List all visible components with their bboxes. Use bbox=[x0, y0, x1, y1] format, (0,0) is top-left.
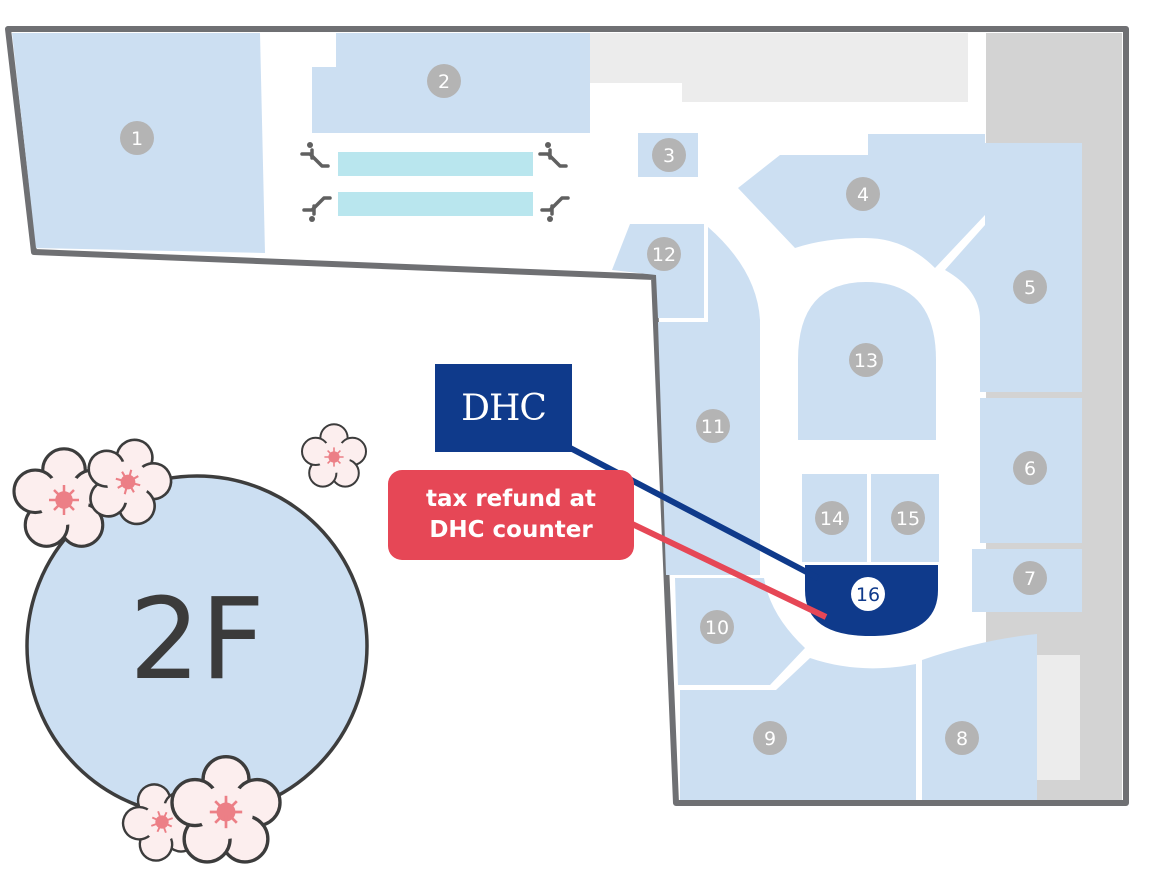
store-badge-12: 12 bbox=[647, 237, 681, 271]
store-badge-circle bbox=[849, 343, 883, 377]
store-badge-number: 9 bbox=[764, 728, 776, 750]
store-badge-circle bbox=[945, 721, 979, 755]
store-badge-circle bbox=[700, 610, 734, 644]
escalator-up[interactable] bbox=[338, 192, 533, 216]
store-badge-10: 10 bbox=[700, 610, 734, 644]
store-badge-circle bbox=[815, 501, 849, 535]
store-badge-1: 1 bbox=[120, 121, 154, 155]
store-badge-2: 2 bbox=[427, 64, 461, 98]
store-badge-circle bbox=[891, 501, 925, 535]
store-badge-number: 15 bbox=[896, 508, 920, 530]
store-badge-circle bbox=[696, 409, 730, 443]
tax-refund-callout: tax refund at DHC counter bbox=[388, 470, 634, 560]
store-badge-number: 14 bbox=[820, 508, 844, 530]
store-badge-number: 13 bbox=[854, 350, 878, 372]
store-badge-11: 11 bbox=[696, 409, 730, 443]
store-badge-number: 12 bbox=[652, 244, 676, 266]
store-badge-5: 5 bbox=[1013, 270, 1047, 304]
store-badge-circle bbox=[427, 64, 461, 98]
store-badge-number: 3 bbox=[663, 145, 675, 167]
store-badge-number: 2 bbox=[438, 71, 450, 93]
store-badge-13: 13 bbox=[849, 343, 883, 377]
store-10[interactable] bbox=[675, 578, 805, 685]
store-badge-number: 5 bbox=[1024, 277, 1036, 299]
store-badge-number: 11 bbox=[701, 416, 725, 438]
store-badge-number: 10 bbox=[705, 617, 729, 639]
store-badge-circle bbox=[652, 138, 686, 172]
store-badge-number: 16 bbox=[856, 584, 880, 606]
store-badge-circle bbox=[753, 721, 787, 755]
store-12[interactable] bbox=[612, 224, 704, 318]
store-badge-circle bbox=[1013, 561, 1047, 595]
store-badge-number: 7 bbox=[1024, 568, 1036, 590]
store-badge-circle bbox=[1013, 270, 1047, 304]
cherry-blossom-icon bbox=[300, 423, 368, 488]
store-11[interactable] bbox=[658, 227, 760, 575]
tax-refund-line1: tax refund at bbox=[425, 486, 597, 512]
store-badge-4: 4 bbox=[846, 177, 880, 211]
store-badge-number: 6 bbox=[1024, 458, 1036, 480]
store-badge-8: 8 bbox=[945, 721, 979, 755]
dhc-pointer-line bbox=[553, 437, 820, 581]
store-5[interactable] bbox=[945, 143, 1082, 392]
store-badge-number: 8 bbox=[956, 728, 968, 750]
store-badge-circle bbox=[1013, 451, 1047, 485]
dhc-logo[interactable]: DHC bbox=[435, 364, 572, 452]
store-badge-16: 16 bbox=[851, 577, 885, 611]
store-badge-6: 6 bbox=[1013, 451, 1047, 485]
store-badge-7: 7 bbox=[1013, 561, 1047, 595]
store-badge-circle bbox=[120, 121, 154, 155]
store-2-top bbox=[312, 33, 336, 67]
store-badge-9: 9 bbox=[753, 721, 787, 755]
store-badge-14: 14 bbox=[815, 501, 849, 535]
store-9[interactable] bbox=[680, 658, 916, 800]
tax-refund-line2: DHC counter bbox=[429, 517, 593, 543]
store-badge-circle bbox=[851, 577, 885, 611]
store-badge-number: 1 bbox=[131, 128, 143, 150]
floor-label: 2F bbox=[129, 575, 265, 705]
tax-pointer-line bbox=[626, 519, 828, 620]
store-badge-3: 3 bbox=[652, 138, 686, 172]
store-8[interactable] bbox=[922, 634, 1037, 800]
store-badge-15: 15 bbox=[891, 501, 925, 535]
store-badge-circle bbox=[846, 177, 880, 211]
store-badge-circle bbox=[647, 237, 681, 271]
store-badge-number: 4 bbox=[857, 184, 869, 206]
escalator-down[interactable] bbox=[338, 152, 533, 176]
service-area bbox=[682, 33, 968, 102]
